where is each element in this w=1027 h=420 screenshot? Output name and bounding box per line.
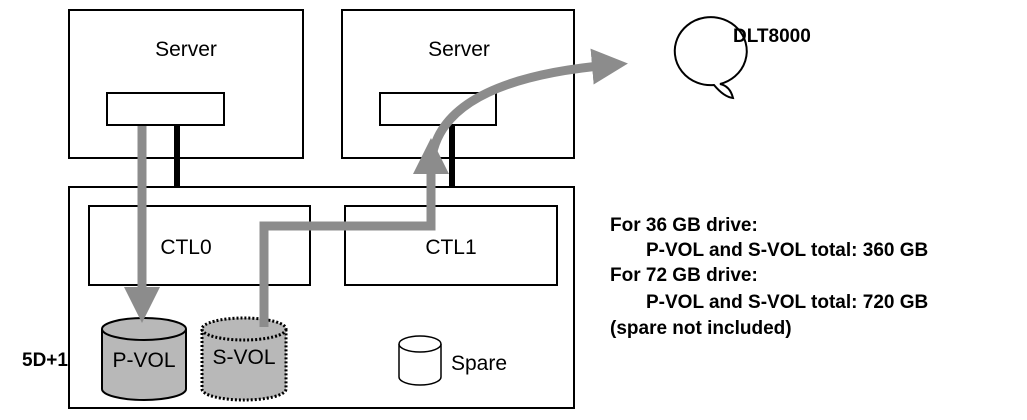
controller-ctl0 [88, 205, 311, 286]
note-72gb-total: P-VOL and S-VOL total: 720 GB [646, 292, 928, 313]
s-vol-disk: S-VOL [200, 316, 288, 402]
tape-drive-label: DLT8000 [733, 26, 811, 47]
s-vol-label: S-VOL [212, 346, 275, 369]
capacity-notes: For 36 GB drive: P-VOL and S-VOL total: … [610, 215, 928, 339]
note-spare-excluded: (spare not included) [610, 318, 792, 339]
controller-ctl1 [344, 205, 558, 286]
note-72gb-heading: For 72 GB drive: [610, 265, 758, 286]
note-36gb-total: P-VOL and S-VOL total: 360 GB [646, 240, 928, 261]
server-1-box [68, 9, 304, 159]
spare-label: Spare [451, 352, 507, 375]
raid-label: 5D+1 [22, 350, 68, 371]
arrow-s-vol-to-server [259, 138, 449, 327]
server-2-label: Server [428, 38, 490, 61]
controller-ctl1-label: CTL1 [425, 236, 476, 259]
server-1-adapter [106, 92, 225, 126]
spare-disk: Spare [398, 335, 507, 386]
p-vol-disk: P-VOL [101, 317, 187, 401]
server-2: Server [341, 9, 575, 159]
controller-ctl0-label: CTL0 [160, 236, 211, 259]
tape-drive-icon [673, 16, 748, 100]
note-36gb-heading: For 36 GB drive: [610, 215, 758, 236]
server-1-label: Server [155, 38, 217, 61]
server-2-box [341, 9, 575, 159]
arrow-server-to-tape [426, 48, 628, 166]
p-vol-label: P-VOL [112, 349, 175, 372]
server-1: Server [68, 9, 304, 159]
